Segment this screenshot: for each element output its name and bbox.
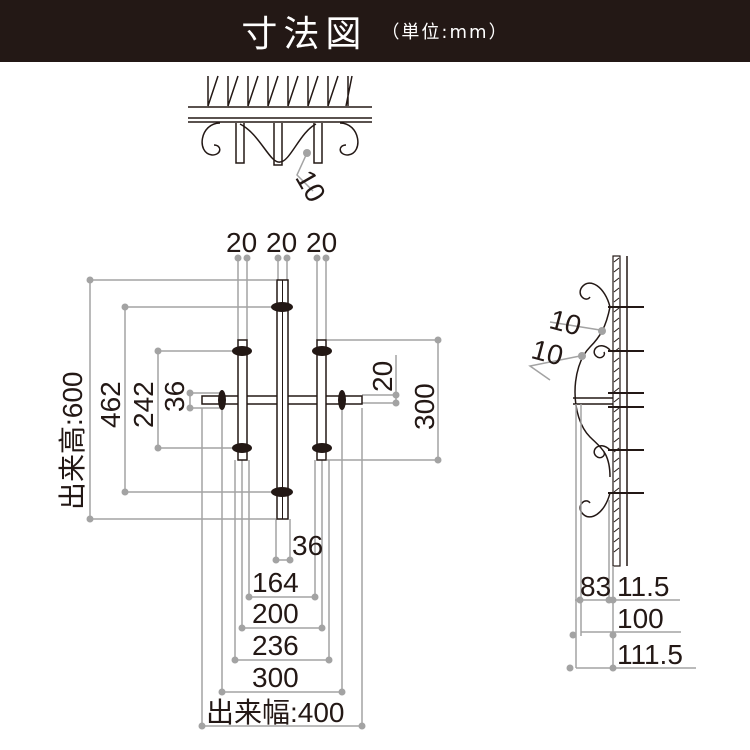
dim-164: 164 (252, 567, 299, 598)
dim-20-left: 20 (226, 227, 257, 258)
dim-20-right-side: 20 (367, 361, 398, 392)
dim-300-bottom: 300 (252, 662, 299, 693)
side-dim-83: 83 (580, 571, 611, 602)
side-dim-100: 100 (617, 603, 664, 634)
front-view: 20 20 20 出来高:600 462 242 36 20 300 36 16… (57, 227, 442, 730)
top-view: 10 (188, 75, 372, 207)
side-dim-111-5: 111.5 (617, 639, 683, 670)
side-dim-10-upper: 10 (546, 304, 584, 342)
unit-label: （単位:mm） (381, 22, 509, 43)
page-title: 寸法図 (241, 14, 368, 55)
top-view-dim-10: 10 (289, 165, 331, 207)
side-dim-11-5: 11.5 (617, 571, 669, 602)
dim-462: 462 (95, 381, 126, 428)
header-bar: 寸法図 （単位:mm） (0, 0, 750, 62)
dim-width-total: 出来幅:400 (206, 697, 345, 728)
side-view: 10 10 83 11.5 100 111.5 (528, 255, 696, 672)
dim-300-right: 300 (409, 383, 440, 430)
dim-200: 200 (252, 598, 299, 629)
dim-height-total: 出来高:600 (57, 372, 88, 511)
dim-20-center: 20 (266, 227, 297, 258)
dim-36-bottom: 36 (292, 530, 323, 561)
dim-36-left: 36 (159, 381, 190, 412)
dim-236: 236 (252, 630, 299, 661)
dim-20-right: 20 (306, 227, 337, 258)
dim-242: 242 (128, 381, 159, 428)
